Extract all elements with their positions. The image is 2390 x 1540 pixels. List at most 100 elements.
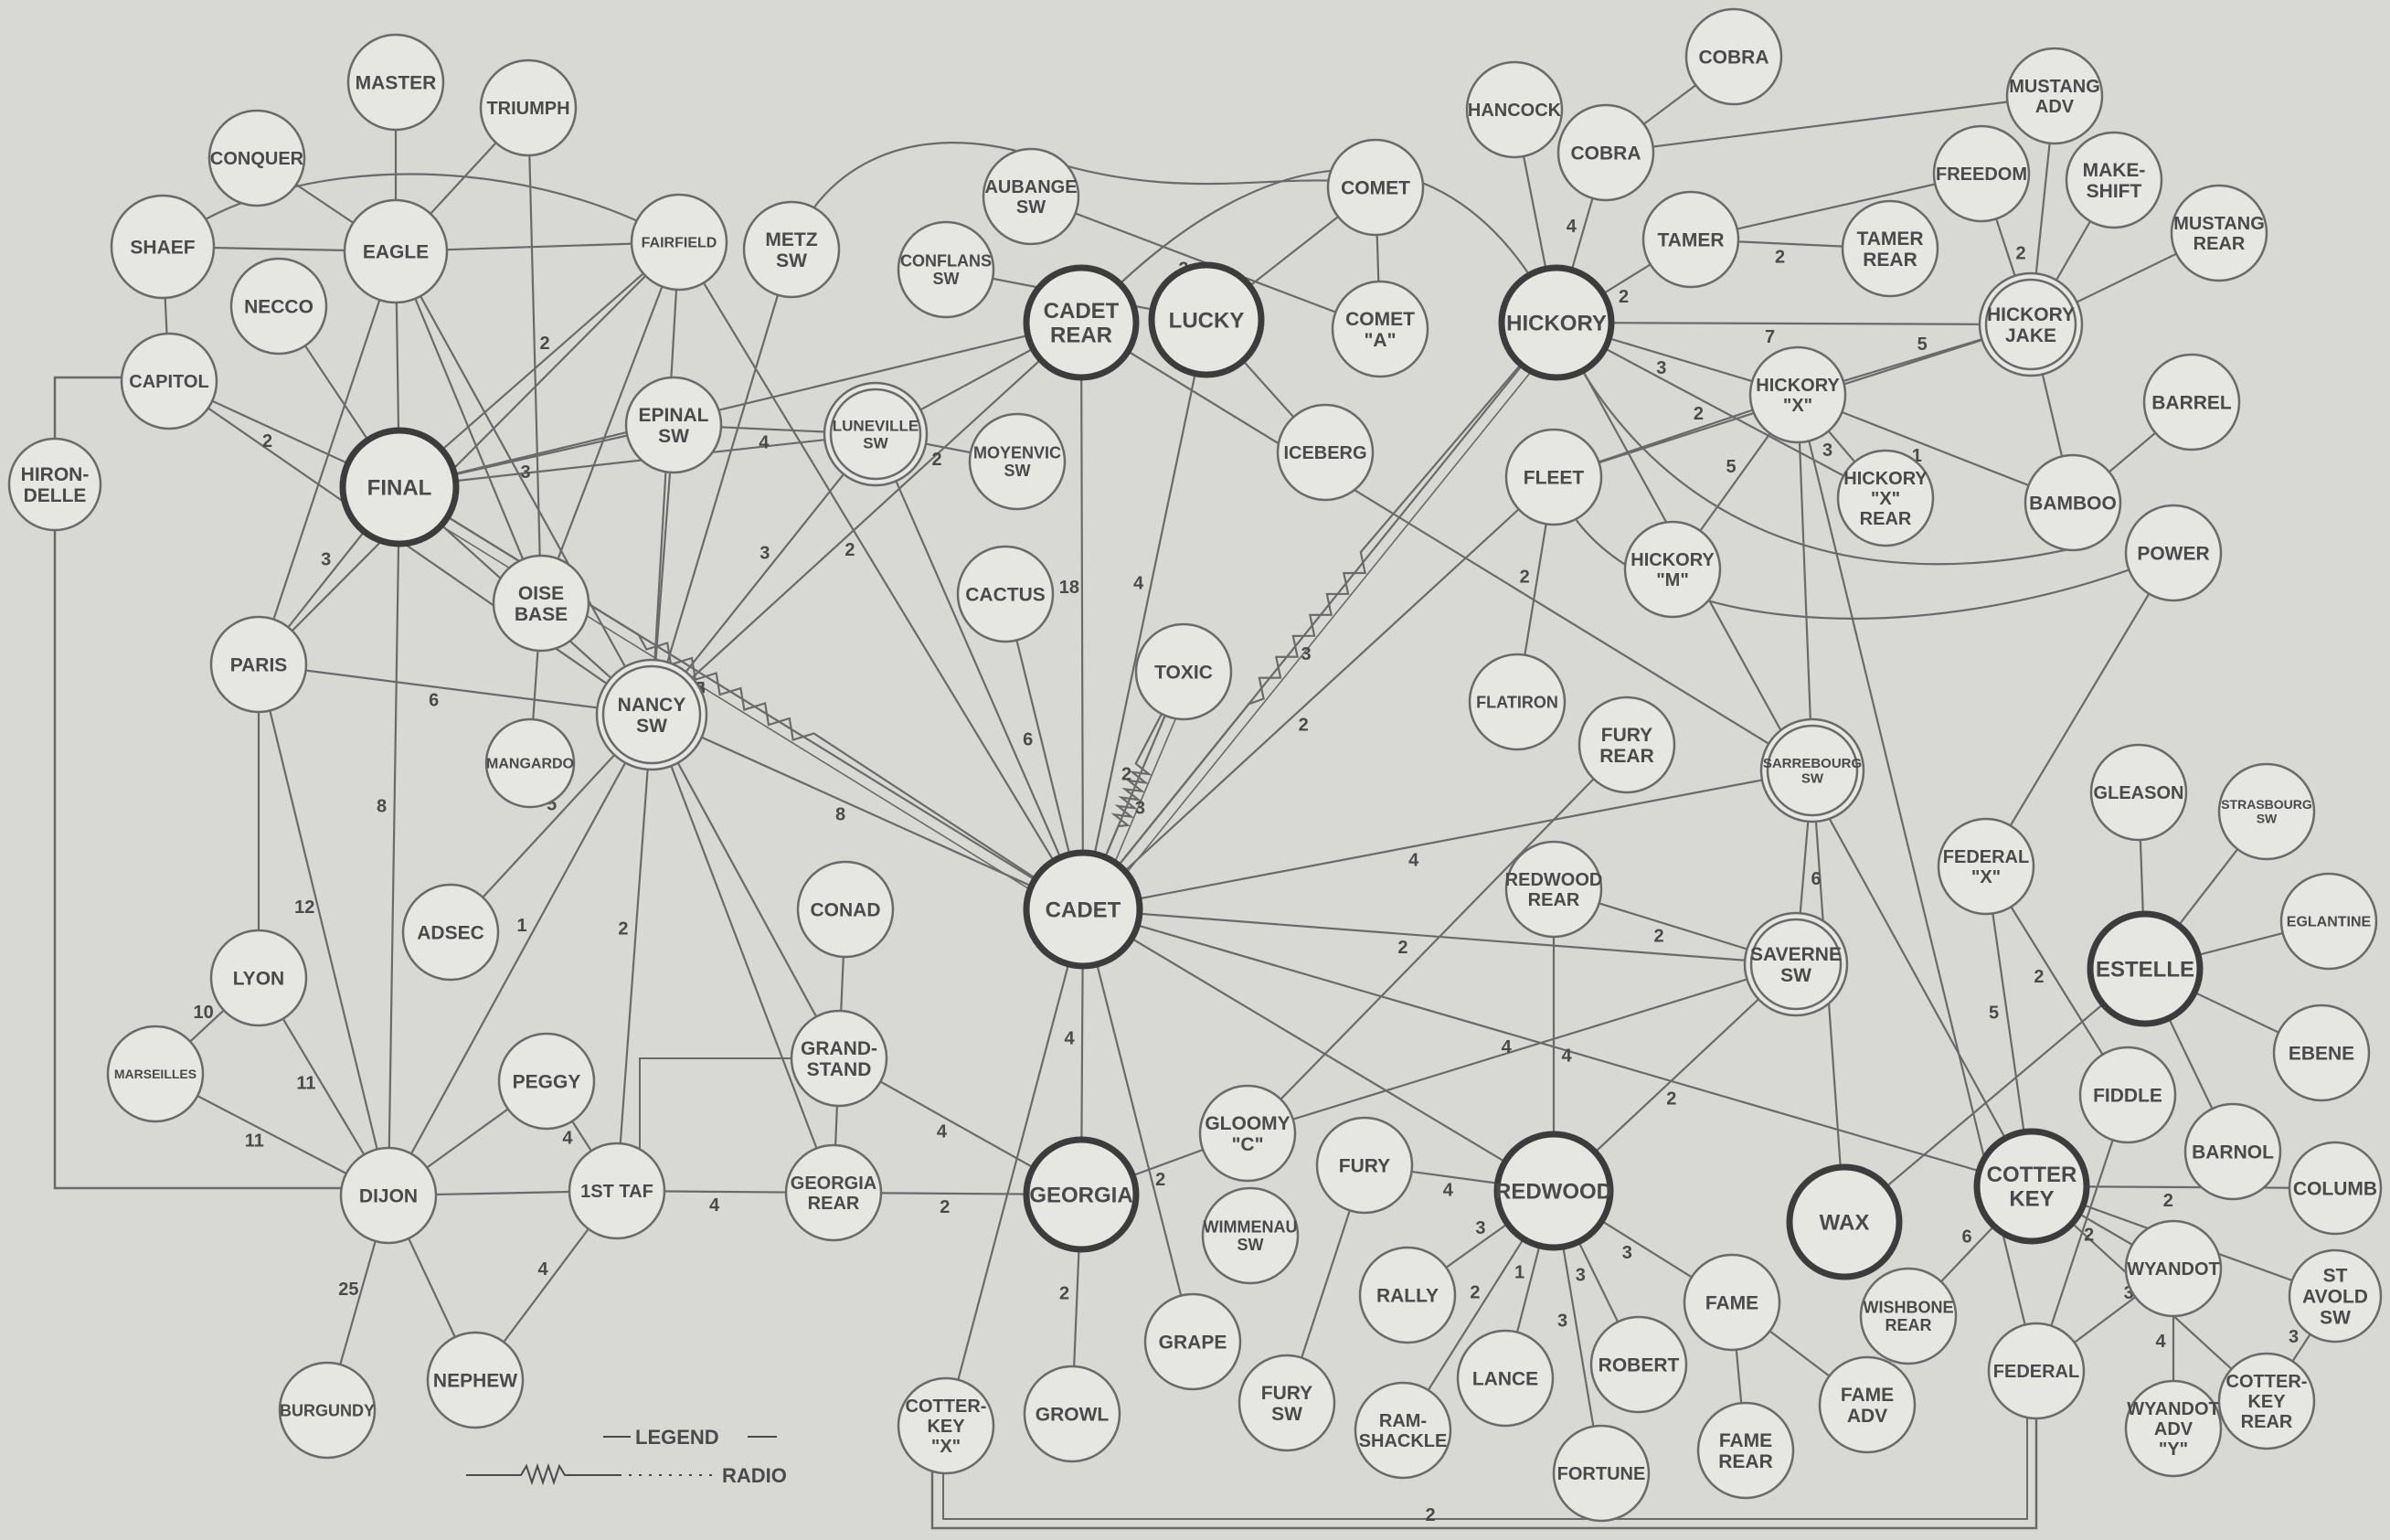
node-label: SHACKLE (1359, 1431, 1448, 1451)
curved-link-shaef-arc-fairfield (164, 173, 680, 248)
link-count-redwood-fortune: 3 (1557, 1311, 1567, 1331)
node-ring (1987, 1322, 2086, 1420)
node-label: "Y" (2159, 1439, 2188, 1460)
node-ring (1973, 1128, 2090, 1245)
node-label: SW (776, 250, 807, 271)
node-label: FEDERAL (1943, 847, 2029, 867)
node-label: POWER (2137, 543, 2209, 564)
link-count-paris-nancy: 6 (429, 691, 439, 711)
node-cobra1: COBRA (1684, 7, 1783, 106)
node-label: SAVERNE (1750, 944, 1842, 965)
node-label: GRAPE (1159, 1332, 1227, 1353)
node-ring (1836, 449, 1935, 547)
link-count-redwood-rally: 3 (1475, 1218, 1485, 1238)
link-hickory-hickoryjake (1556, 321, 2032, 326)
node-tactaf: 1ST TAF (568, 1142, 666, 1240)
node-fiddle: FIDDLE (2078, 1046, 2177, 1144)
link-count-hickoryx-hickoryxrear: 3 (1822, 441, 1832, 461)
node-ring (339, 427, 460, 547)
node-ring (1759, 717, 1865, 823)
link-gloomy-savernesw (1247, 962, 1797, 1135)
node-ring (1577, 696, 1676, 794)
node-makeshift: MAKE-SHIFT (2065, 131, 2163, 229)
node-ring (401, 883, 500, 982)
node-ring (2124, 1379, 2223, 1478)
node-label: BARNOL (2192, 1142, 2274, 1163)
node-ring (1937, 817, 2035, 916)
node-label: WYANDOT (2127, 1399, 2219, 1419)
link-fairfield-nancy (650, 241, 681, 716)
node-hickory: HICKORY (1498, 264, 1615, 381)
node-label: SW (2320, 1308, 2351, 1329)
node-label: ADV (2154, 1419, 2193, 1439)
node-ring (1696, 1401, 1795, 1500)
node-ring (1978, 271, 2084, 377)
link-cadet-sarrebourg (1082, 769, 1813, 911)
node-label: REAR (1863, 250, 1917, 271)
node-label: COBRA (1699, 47, 1769, 68)
link-count-hickory-hickoryx: 3 (1656, 358, 1666, 378)
node-eglantine: EGLANTINE (2279, 872, 2378, 971)
link-count-cadet-cotterkey: 4 (1502, 1037, 1513, 1057)
link-count-fury-redwood: 4 (1443, 1181, 1454, 1201)
node-label: SW (863, 434, 888, 451)
node-ring (1552, 1424, 1651, 1523)
link-count-savernesw-sarrebourg: 6 (1811, 869, 1821, 889)
node-ring (339, 1146, 438, 1245)
node-label: EBENE (2289, 1043, 2354, 1064)
legend: LEGEND RADIO (466, 1426, 787, 1487)
node-robert: ROBERT (1589, 1315, 1688, 1414)
node-ring (497, 1032, 596, 1131)
node-label: ADSEC (417, 922, 484, 943)
hirondelle-dijon-wire (53, 528, 352, 1190)
link-cadetrear-nancy (651, 322, 1082, 716)
node-label: MASTER (356, 72, 437, 93)
node-label: GEORGIA (791, 1174, 876, 1194)
node-label: "M" (1656, 570, 1689, 590)
node-label: REAR (1599, 746, 1654, 767)
node-ring (2024, 453, 2122, 552)
node-label: STRASBOURG (2221, 797, 2312, 812)
node-label: REAR (2241, 1412, 2293, 1432)
radio-link-cadet-hickory (1082, 322, 1557, 910)
node-label: FIDDLE (2093, 1085, 2162, 1106)
link-count-luneville-moyenvic: 2 (932, 450, 942, 470)
node-label: TOXIC (1154, 662, 1213, 683)
node-label: FAIRFIELD (642, 236, 717, 251)
node-label: NANCY (618, 695, 686, 716)
node-ring (1456, 1329, 1555, 1428)
node-final: FINAL (339, 427, 460, 547)
node-label: SW (1004, 462, 1031, 480)
node-conad: CONAD (796, 860, 895, 959)
node-flatiron: FLATIRON (1468, 653, 1567, 751)
node-ring (2089, 743, 2188, 842)
node-peggy: PEGGY (497, 1032, 596, 1131)
node-label: TRIUMPH (486, 99, 569, 119)
node-burgundy: BURGUNDY (278, 1361, 377, 1460)
node-label: LUCKY (1169, 308, 1245, 333)
node-label: BARREL (2151, 392, 2232, 413)
link-count-hickoryx-hickorym: 5 (1726, 457, 1736, 477)
node-ring (209, 615, 308, 714)
node-ring (624, 376, 723, 474)
link-cadet-redwood (1082, 908, 1555, 1192)
node-label: HICKORY (1843, 469, 1928, 489)
node-conquer: CONQUER (207, 109, 306, 207)
node-ring (346, 33, 445, 132)
node-power: POWER (2124, 504, 2223, 602)
node-estelle: ESTELLE (2087, 910, 2204, 1027)
node-label: "A" (1364, 330, 1396, 351)
radio-links (393, 322, 1566, 919)
node-label: FAME (1719, 1430, 1772, 1451)
link-eagle-paris (257, 250, 398, 665)
node-ring (1589, 1315, 1688, 1414)
node-ring (1859, 1267, 1958, 1365)
node-label: HICKORY (1987, 304, 2075, 325)
link-count-tactaf-nephew: 4 (537, 1259, 548, 1280)
node-ring (1683, 1253, 1781, 1352)
